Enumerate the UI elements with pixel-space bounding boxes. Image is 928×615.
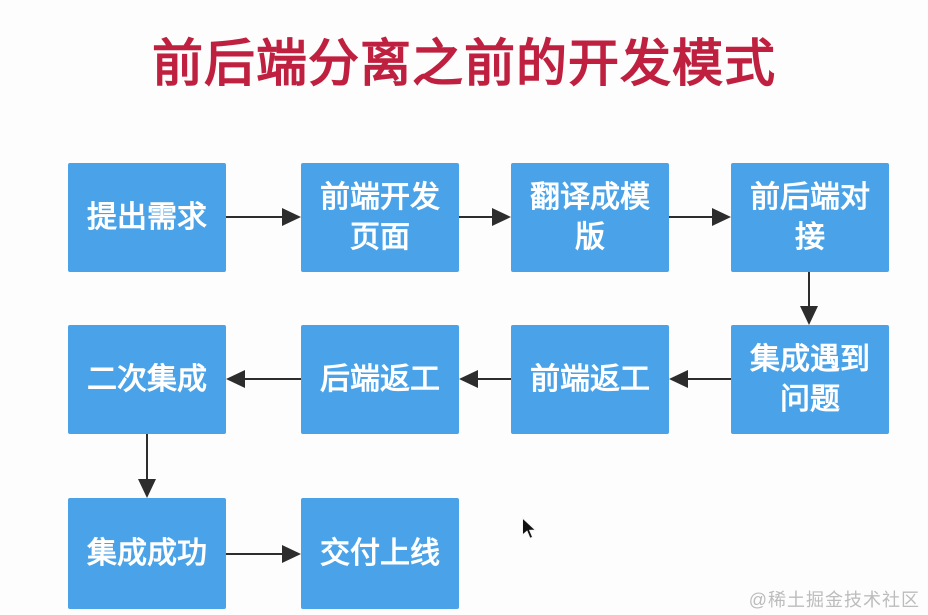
- watermark: @稀土掘金技术社区: [748, 590, 920, 610]
- flow-node-translate-template: 翻译成模版: [511, 163, 669, 272]
- arrow-shaft: [476, 378, 511, 380]
- arrow-be-rework-to-second-integration: [226, 370, 301, 388]
- arrow-head-right-icon: [282, 545, 301, 563]
- arrow-fe-rework-to-be-rework: [459, 370, 511, 388]
- arrow-request-to-frontend-dev: [226, 208, 301, 226]
- arrow-head-left-icon: [459, 370, 478, 388]
- arrow-head-right-icon: [492, 208, 511, 226]
- flow-node-be-rework: 后端返工: [301, 325, 459, 434]
- arrow-translate-template-to-fe-be-joint: [669, 208, 731, 226]
- mouse-cursor-icon: [521, 516, 537, 540]
- flow-node-frontend-dev: 前端开发页面: [301, 163, 459, 272]
- arrow-shaft: [146, 434, 148, 481]
- arrow-second-integration-to-integration-success: [138, 434, 156, 498]
- flow-node-fe-rework: 前端返工: [511, 325, 669, 434]
- arrow-shaft: [808, 272, 810, 308]
- flow-node-second-integration: 二次集成: [68, 325, 226, 434]
- arrow-head-left-icon: [669, 370, 688, 388]
- arrow-fe-be-joint-to-integration-problem: [800, 272, 818, 325]
- arrow-shaft: [226, 216, 284, 218]
- flow-node-integration-problem: 集成遇到问题: [731, 325, 889, 434]
- flow-node-deliver-launch: 交付上线: [301, 498, 459, 609]
- flow-node-integration-success: 集成成功: [68, 498, 226, 609]
- arrow-shaft: [459, 216, 494, 218]
- arrow-head-down-icon: [800, 306, 818, 325]
- arrow-shaft: [243, 378, 301, 380]
- arrow-integration-success-to-deliver-launch: [226, 545, 301, 563]
- page-title: 前后端分离之前的开发模式: [151, 35, 776, 92]
- arrow-head-left-icon: [226, 370, 245, 388]
- arrow-integration-problem-to-fe-rework: [669, 370, 731, 388]
- arrow-shaft: [686, 378, 731, 380]
- arrow-shaft: [226, 553, 284, 555]
- arrow-frontend-dev-to-translate-template: [459, 208, 511, 226]
- arrow-head-right-icon: [712, 208, 731, 226]
- arrow-shaft: [669, 216, 714, 218]
- flow-node-fe-be-joint: 前后端对接: [731, 163, 889, 272]
- arrow-head-down-icon: [138, 479, 156, 498]
- arrow-head-right-icon: [282, 208, 301, 226]
- flow-node-request: 提出需求: [68, 163, 226, 272]
